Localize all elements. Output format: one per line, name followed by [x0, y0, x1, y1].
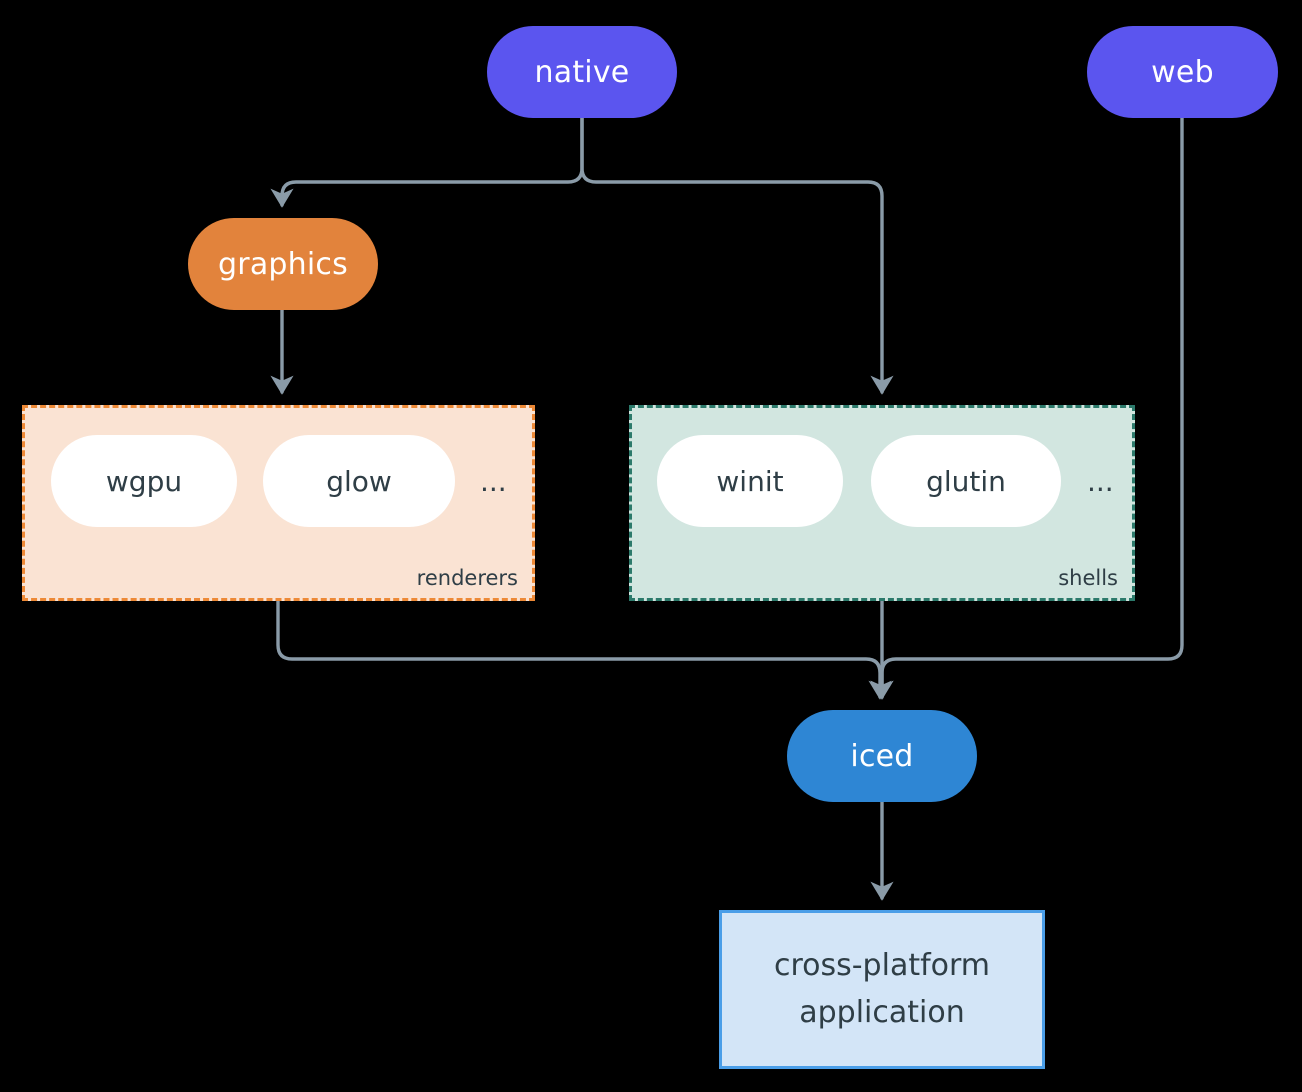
- application-label-line2: application: [799, 994, 965, 1030]
- cluster-shells-label: shells: [1058, 566, 1118, 590]
- edge-renderers-to-iced: [276, 599, 892, 700]
- node-glow[interactable]: glow: [263, 435, 455, 527]
- application-label: cross-platform application: [774, 943, 990, 1036]
- node-graphics[interactable]: graphics: [188, 218, 378, 310]
- application-label-line1: cross-platform: [773, 948, 991, 983]
- node-native[interactable]: native: [487, 26, 677, 118]
- shells-overflow-ellipsis: ...: [1087, 465, 1114, 498]
- cluster-renderers-label: renderers: [416, 566, 518, 590]
- node-wgpu[interactable]: wgpu: [51, 435, 237, 527]
- renderers-overflow-ellipsis: ...: [480, 465, 507, 498]
- node-cross-platform-application[interactable]: cross-platform application: [719, 910, 1045, 1069]
- node-web[interactable]: web: [1087, 26, 1278, 118]
- edge-native-to-graphics: [270, 116, 584, 208]
- node-iced[interactable]: iced: [787, 710, 977, 802]
- edge-native-to-shells: [580, 116, 894, 395]
- node-glutin[interactable]: glutin: [871, 435, 1061, 527]
- node-winit[interactable]: winit: [657, 435, 843, 527]
